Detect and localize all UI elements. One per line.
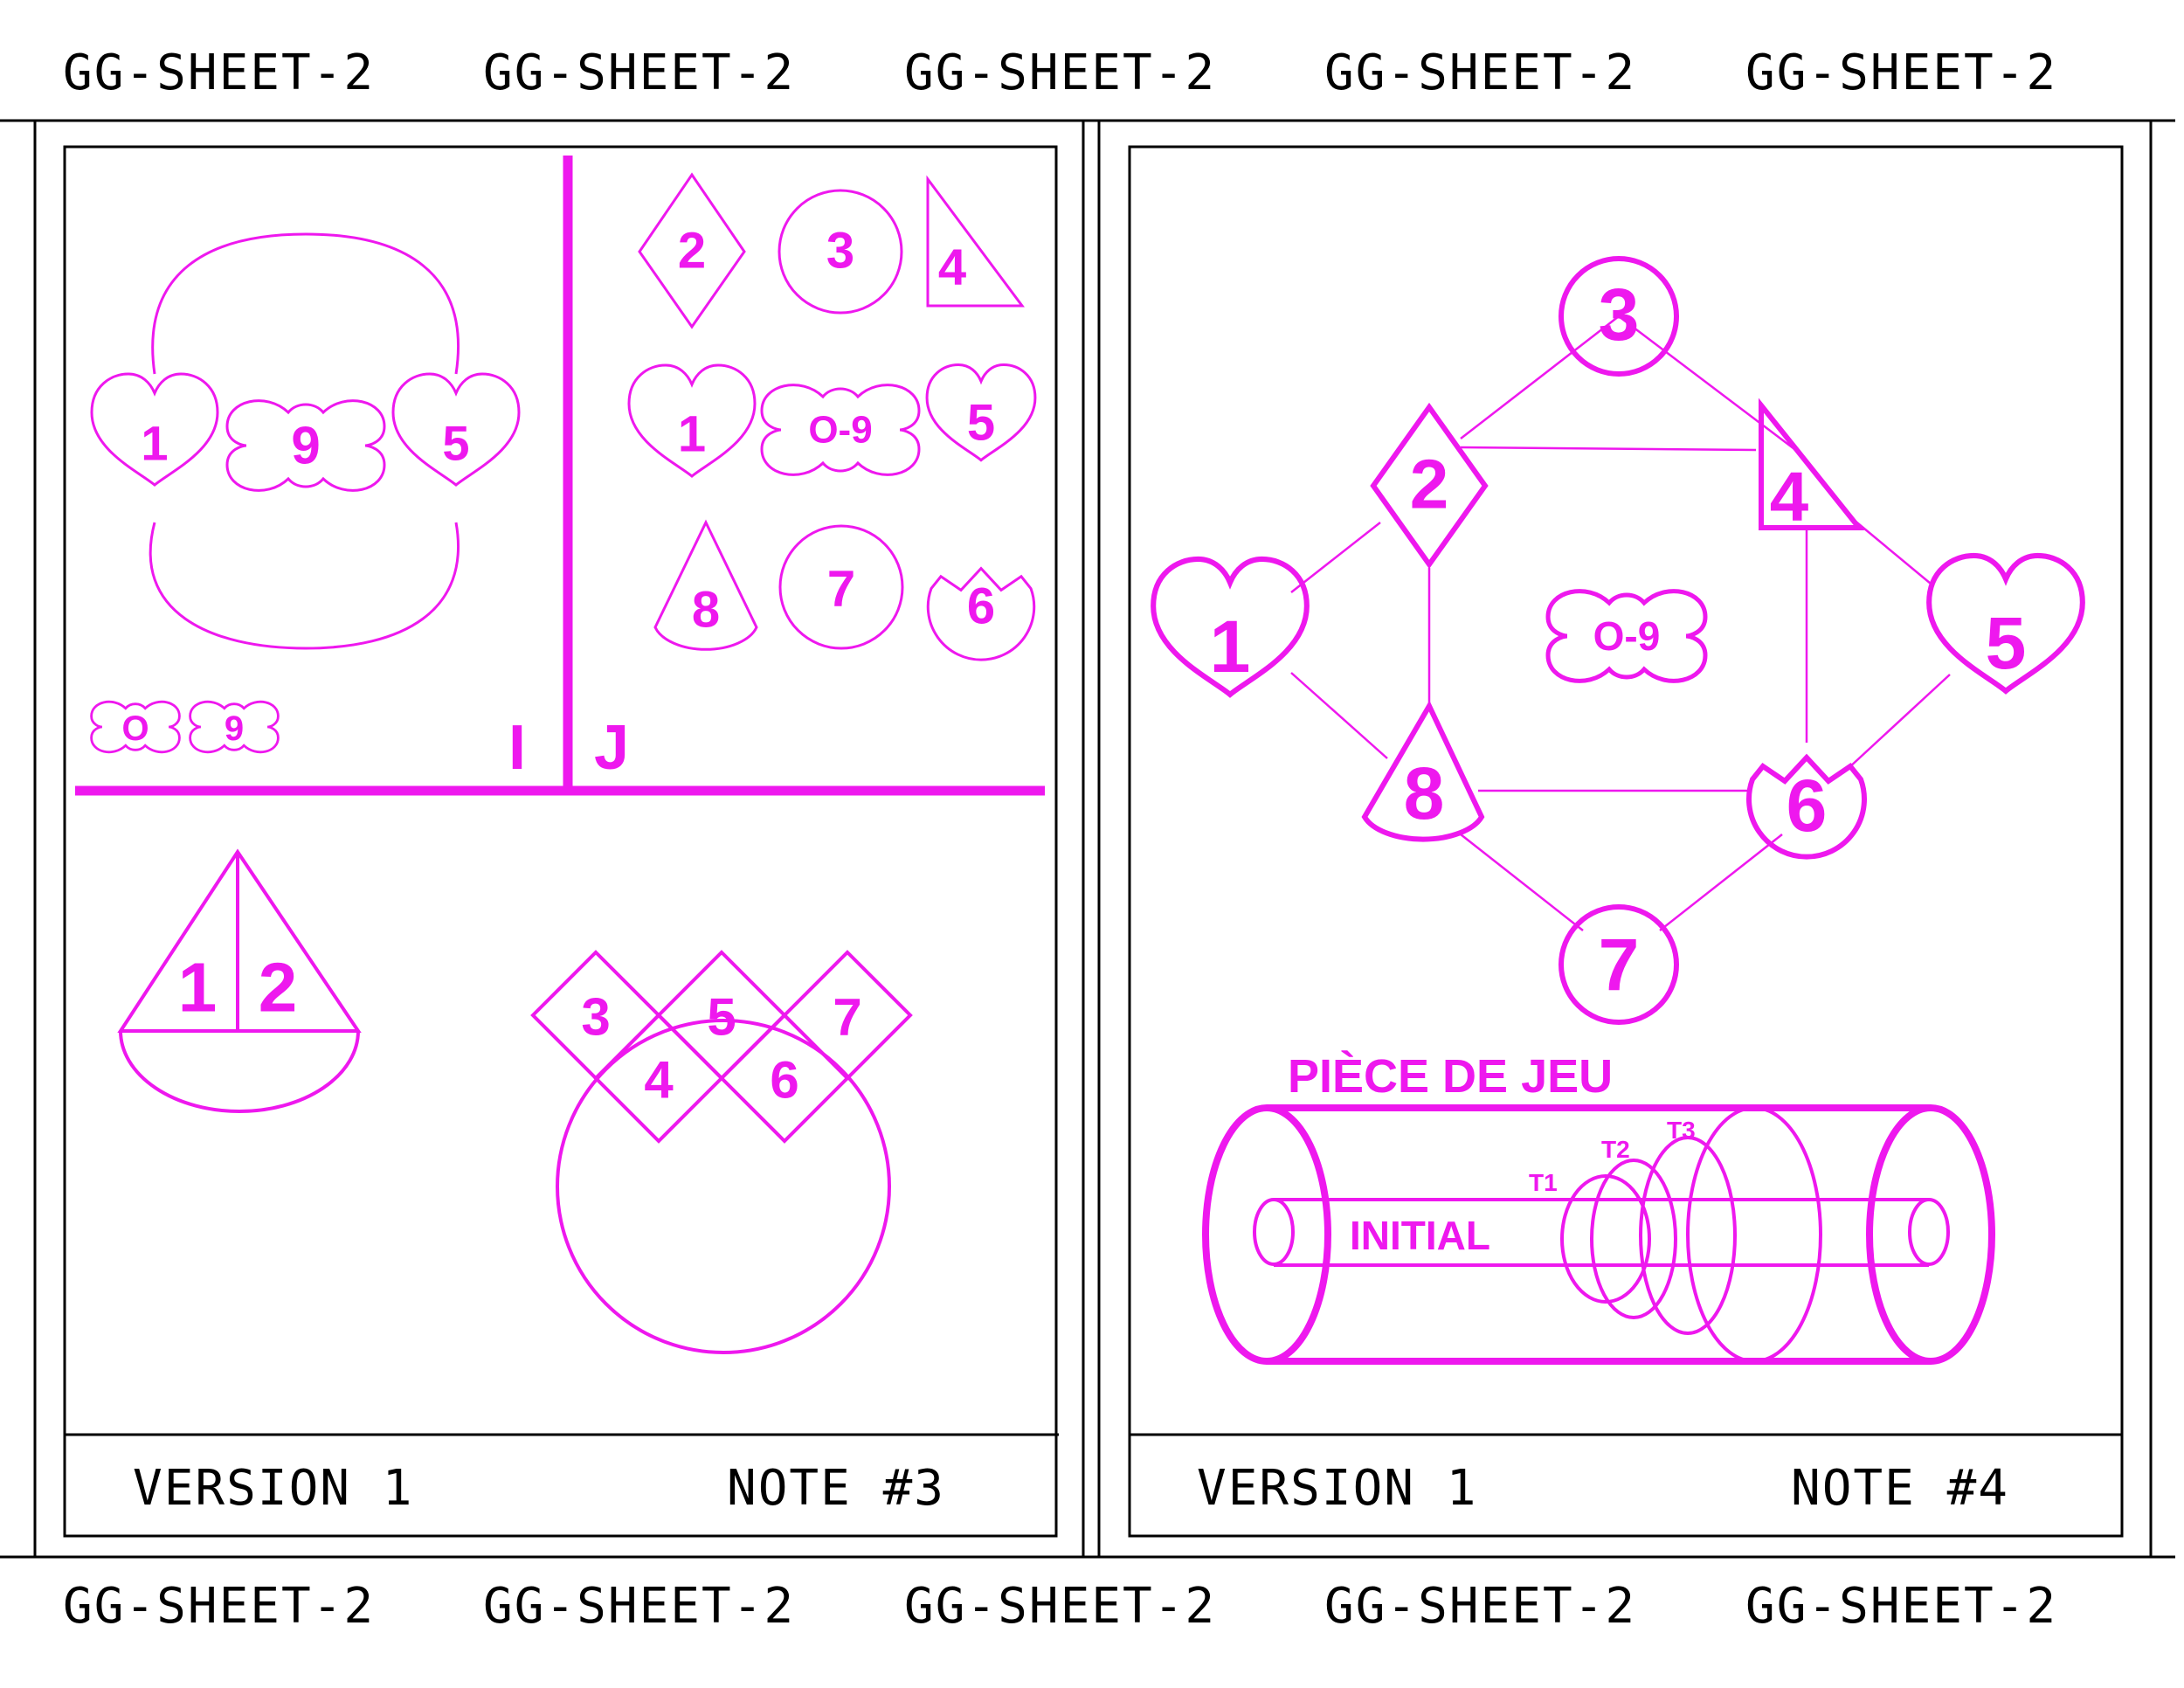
header-label-2: GG-SHEET-2 [483, 45, 795, 101]
net-tulip-label: 6 [1787, 764, 1828, 847]
footer-label-3: GG-SHEET-2 [904, 1578, 1216, 1635]
loop-heart-left: 1 [90, 372, 219, 487]
left-note: NOTE #3 [727, 1460, 945, 1517]
boat-label-right: 2 [259, 949, 298, 1027]
piece-t1-label: T1 [1529, 1169, 1558, 1196]
right-panel: VERSION 1 NOTE #4 3 2 4 1 [1128, 145, 2124, 1538]
net-drop-label: 8 [1404, 752, 1445, 834]
piece-inner-tube-right [1908, 1198, 1950, 1266]
grid-circle-bottom-label: 7 [827, 561, 855, 618]
net-triangle [1759, 398, 1865, 530]
grid-circle-bottom [778, 524, 904, 650]
small-flower-o-label: O [121, 709, 149, 748]
footer-label-5: GG-SHEET-2 [1745, 1578, 2057, 1635]
piece-ring-t1 [1560, 1174, 1651, 1304]
piece-t2-label: T2 [1601, 1136, 1630, 1163]
grid-flower: O-9 [760, 384, 921, 476]
net-diamond-label: 2 [1410, 446, 1449, 523]
grid-heart-right-label: 5 [967, 395, 995, 452]
diamond-4 [593, 1013, 724, 1144]
grid-triangle-label: 4 [938, 239, 966, 296]
piece-cylinder-right-cap [1866, 1104, 1995, 1365]
grid-diamond [638, 172, 746, 329]
footer-label-1: GG-SHEET-2 [63, 1578, 375, 1635]
left-version: VERSION 1 [133, 1460, 413, 1517]
header-strip: GG-SHEET-2 GG-SHEET-2 GG-SHEET-2 GG-SHEE… [63, 45, 2057, 101]
net-triangle-label: 4 [1770, 458, 1809, 536]
piece-inner-tube-left [1253, 1198, 1295, 1266]
left-panel: VERSION 1 NOTE #3 I J 1 9 5 O 9 [63, 145, 1059, 1538]
piece-initial-label: INITIAL [1350, 1213, 1490, 1258]
piece-cylinder-edges [1267, 1104, 1931, 1365]
net-diamond [1370, 402, 1489, 570]
diamond-base-circle [556, 1019, 891, 1354]
grid-circle-top [778, 189, 903, 315]
net-circle-bottom [1559, 904, 1679, 1025]
piece-ring-outer [1686, 1106, 1822, 1363]
piece-cylinder-left-cap [1202, 1104, 1331, 1365]
right-version: VERSION 1 [1197, 1460, 1477, 1517]
net-flower: O-9 [1548, 591, 1705, 681]
piece-ring-t3 [1639, 1136, 1737, 1335]
loop-flower: 9 [225, 399, 386, 492]
piece-t3-label: T3 [1667, 1117, 1696, 1144]
net-heart-left-label: 1 [1210, 605, 1251, 688]
loop-heart-right-label: 5 [442, 416, 469, 471]
footer-strip: GG-SHEET-2 GG-SHEET-2 GG-SHEET-2 GG-SHEE… [63, 1578, 2057, 1635]
diamond-6-label: 6 [770, 1051, 798, 1110]
net-drop [1361, 700, 1485, 842]
net-flower-label: O-9 [1593, 613, 1661, 659]
boat-hull [119, 1030, 360, 1113]
left-panel-border [63, 145, 1058, 1538]
network-links [1290, 315, 1951, 931]
divider-label-j: J [594, 713, 629, 783]
header-label-3: GG-SHEET-2 [904, 45, 1216, 101]
right-panel-border [1128, 145, 2124, 1538]
loop-bottom-arc [149, 522, 460, 650]
header-label-1: GG-SHEET-2 [63, 45, 375, 101]
footer-label-2: GG-SHEET-2 [483, 1578, 795, 1635]
piece-title: PIÈCE DE JEU [1288, 1050, 1613, 1103]
header-label-4: GG-SHEET-2 [1324, 45, 1636, 101]
divider-label-i: I [508, 713, 526, 783]
boat-label-left: 1 [178, 949, 218, 1027]
net-circle-top-label: 3 [1599, 273, 1640, 356]
grid-heart-left-label: 1 [678, 406, 706, 463]
right-note: NOTE #4 [1791, 1460, 2009, 1517]
grid-diamond-label: 2 [678, 223, 706, 280]
header-label-5: GG-SHEET-2 [1745, 45, 2057, 101]
grid-heart-left: 1 [627, 363, 757, 478]
loop-heart-right: 5 [391, 372, 521, 487]
grid-drop [653, 519, 758, 651]
grid-circle-top-label: 3 [826, 223, 854, 280]
footer-label-4: GG-SHEET-2 [1324, 1578, 1636, 1635]
diamond-5-label: 5 [707, 988, 736, 1047]
loop-heart-left-label: 1 [141, 416, 168, 471]
net-heart-right-label: 5 [1986, 602, 2027, 684]
diamond-4-label: 4 [644, 1051, 674, 1110]
diamond-7-label: 7 [833, 988, 861, 1047]
grid-drop-label: 8 [692, 582, 720, 639]
loop-top-arc [151, 232, 460, 375]
diamond-6 [719, 1013, 850, 1144]
small-flower-9-label: 9 [225, 709, 244, 748]
piece-ring-t2 [1590, 1159, 1677, 1319]
net-circle-top [1559, 256, 1679, 377]
grid-flower-label: O-9 [808, 409, 872, 452]
grid-triangle [926, 175, 1025, 308]
net-circle-bottom-label: 7 [1599, 924, 1640, 1006]
diamond-3-label: 3 [581, 988, 610, 1047]
loop-flower-label: 9 [291, 417, 320, 475]
grid-tulip-label: 6 [967, 578, 995, 635]
